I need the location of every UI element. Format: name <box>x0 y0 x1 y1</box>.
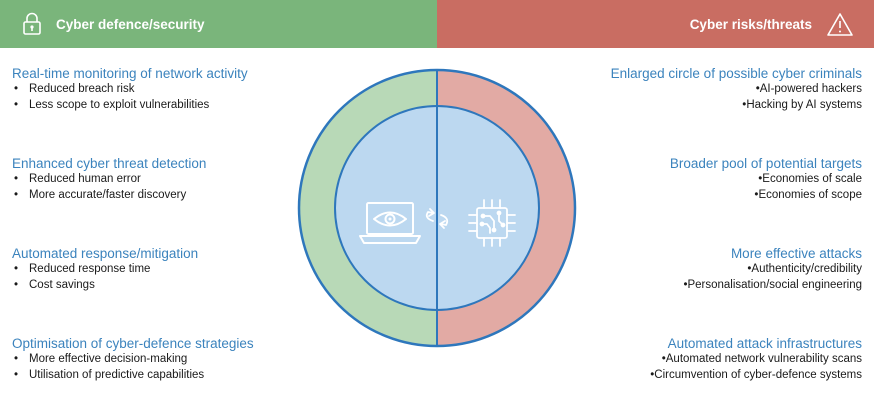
defence-item-bullet: Less scope to exploit vulnerabilities <box>12 98 312 114</box>
ai-chip-icon <box>468 199 516 247</box>
threat-item-title: Automated attack infrastructures <box>667 336 862 351</box>
defence-item-title: Real-time monitoring of network activity <box>12 66 248 81</box>
threat-item-title: Enlarged circle of possible cyber crimin… <box>610 66 862 81</box>
threat-item-bullet: Automated network vulnerability scans <box>562 352 862 368</box>
threat-item: Enlarged circle of possible cyber crimin… <box>562 65 862 113</box>
threat-item-bullet: AI-powered hackers <box>562 82 862 98</box>
defence-item-title: Automated response/mitigation <box>12 246 199 261</box>
warning-triangle-icon <box>826 12 854 37</box>
laptop-eye-icon <box>359 202 421 244</box>
threats-header-title: Cyber risks/threats <box>689 16 812 32</box>
defence-item-bullet: Utilisation of predictive capabilities <box>12 368 312 384</box>
threat-item-title: Broader pool of potential targets <box>669 156 862 171</box>
defence-item-bullet: Reduced breach risk <box>12 82 312 98</box>
defence-item: Optimisation of cyber-defence strategies… <box>12 335 312 383</box>
threat-item-bullet: Economies of scope <box>562 188 862 204</box>
defence-item-title: Optimisation of cyber-defence strategies <box>12 336 254 351</box>
padlock-icon <box>22 12 42 36</box>
defence-item: Enhanced cyber threat detection Reduced … <box>12 155 312 203</box>
threat-item: Broader pool of potential targets Econom… <box>562 155 862 203</box>
defence-item-bullet: Cost savings <box>12 278 312 294</box>
defence-item-bullet: More accurate/faster discovery <box>12 188 312 204</box>
threat-item-bullet: Personalisation/social engineering <box>562 278 862 294</box>
threat-item-bullet: Hacking by AI systems <box>562 98 862 114</box>
threat-item: Automated attack infrastructures Automat… <box>562 335 862 383</box>
defence-item: Automated response/mitigation Reduced re… <box>12 245 312 293</box>
threat-item-bullet: Economies of scale <box>562 172 862 188</box>
defence-item-bullet: More effective decision-making <box>12 352 312 368</box>
defence-header-title: Cyber defence/security <box>56 16 205 32</box>
defence-item: Real-time monitoring of network activity… <box>12 65 312 113</box>
exchange-arrows-icon <box>425 208 449 229</box>
defence-item-bullet: Reduced human error <box>12 172 312 188</box>
defence-item-title: Enhanced cyber threat detection <box>12 156 207 171</box>
threat-item-title: More effective attacks <box>730 246 862 261</box>
threat-item: More effective attacks Authenticity/cred… <box>562 245 862 293</box>
defence-item-bullet: Reduced response time <box>12 262 312 278</box>
threat-item-bullet: Authenticity/credibility <box>562 262 862 278</box>
threat-item-bullet: Circumvention of cyber-defence systems <box>562 368 862 384</box>
defence-header: Cyber defence/security <box>0 0 437 48</box>
threats-header: Cyber risks/threats <box>437 0 874 48</box>
